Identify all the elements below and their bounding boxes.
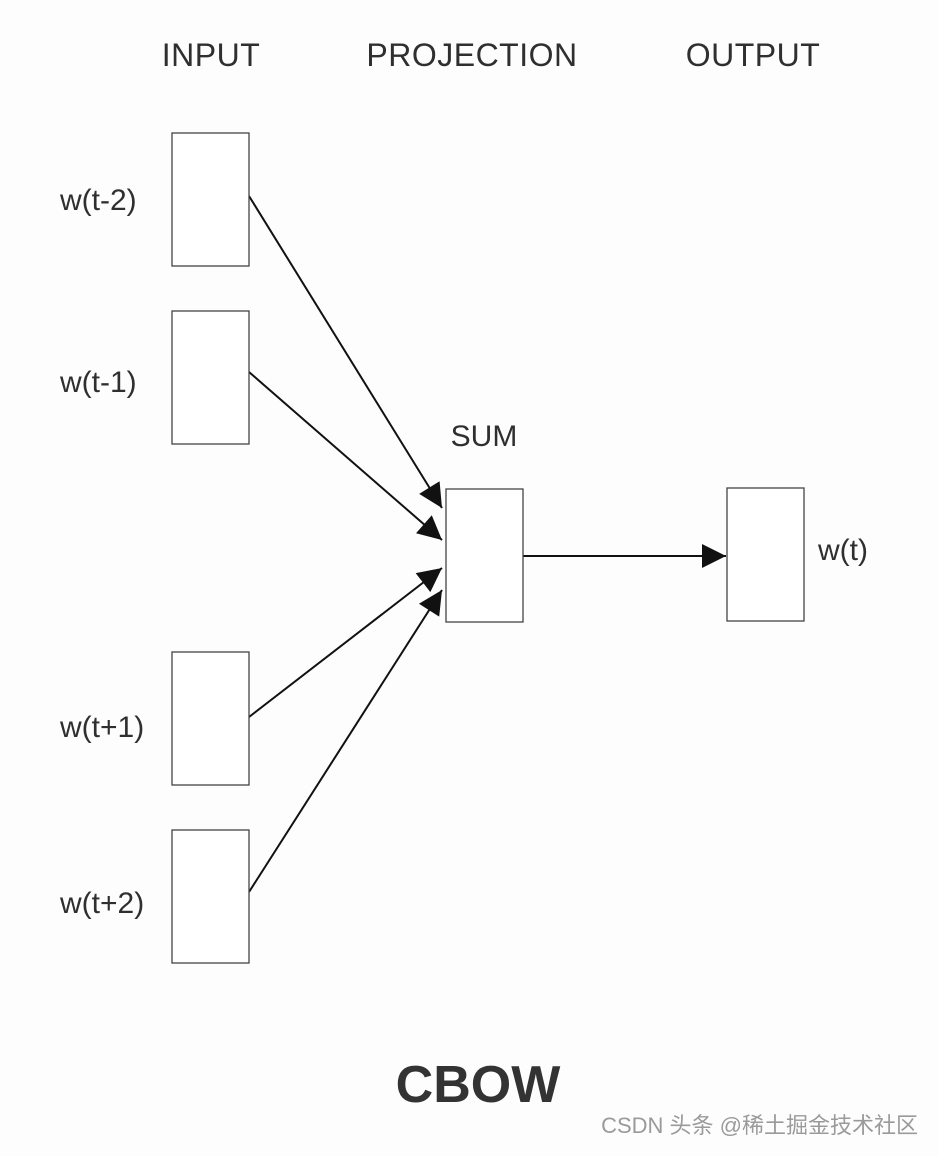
projection-column-header: PROJECTION	[366, 37, 577, 73]
projection-sum-node	[445, 488, 524, 623]
output-label-w-t: w(t)	[817, 534, 868, 567]
diagram-title: CBOW	[396, 1056, 562, 1114]
edge-w-t-minus-2-to-sum	[248, 195, 443, 509]
output-column-header: OUTPUT	[686, 37, 821, 73]
input-label-w-t-minus-1: w(t-1)	[59, 366, 137, 399]
input-label-w-t-minus-2: w(t-2)	[59, 184, 137, 217]
input-node-w-t-minus-2	[171, 132, 250, 267]
input-label-w-t-plus-1: w(t+1)	[59, 711, 144, 744]
input-node-w-t-plus-2	[171, 829, 250, 964]
input-node-w-t-plus-1	[171, 651, 250, 786]
input-label-w-t-plus-2: w(t+2)	[59, 887, 144, 920]
edge-w-t-plus-1-to-sum	[248, 567, 443, 718]
edge-w-t-minus-1-to-sum	[248, 371, 443, 541]
edge-w-t-plus-2-to-sum	[248, 589, 443, 893]
projection-sum-label: SUM	[451, 420, 518, 453]
input-column-header: INPUT	[162, 37, 261, 73]
input-node-w-t-minus-1	[171, 310, 250, 445]
watermark-text: CSDN 头条 @稀土掘金技术社区	[601, 1113, 918, 1138]
output-node-w-t	[726, 487, 805, 622]
